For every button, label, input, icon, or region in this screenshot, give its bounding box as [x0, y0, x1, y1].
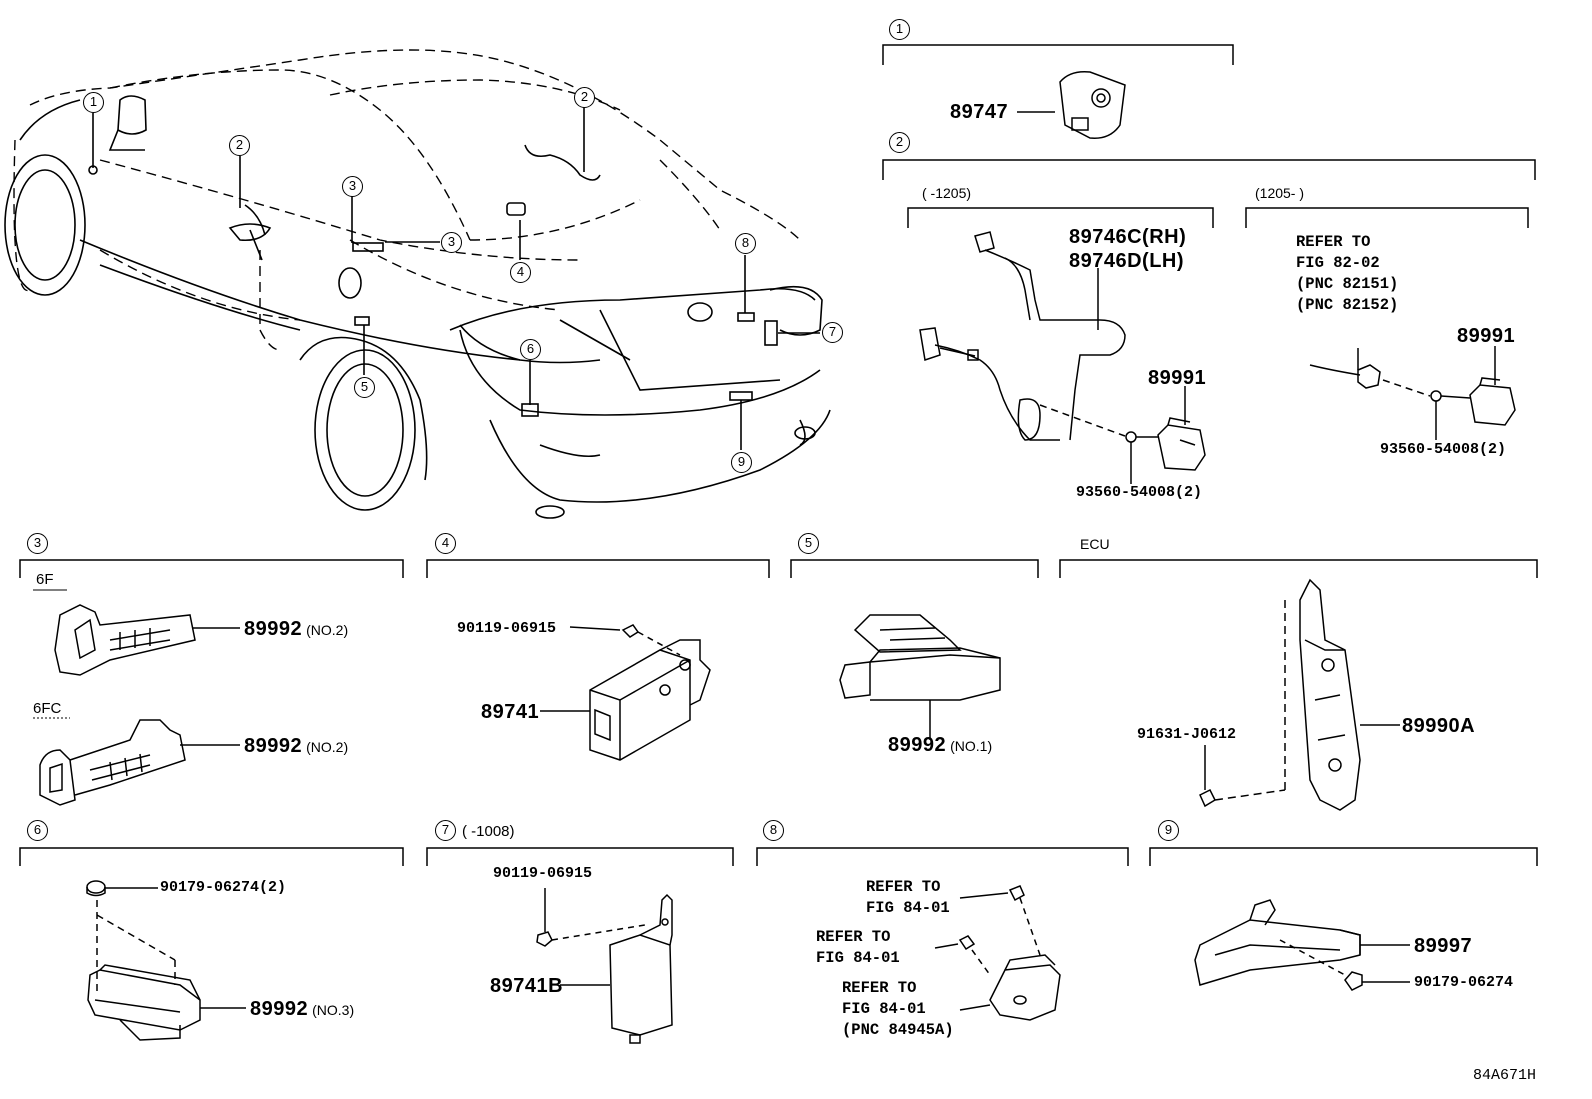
part-number: 89992 — [888, 734, 947, 756]
part-89990a-label[interactable]: 89990A — [1402, 715, 1476, 737]
section-3-variant-6fc: 6FC — [33, 700, 62, 717]
part-qualifier: (NO.2) — [306, 739, 349, 755]
car-callout-7: 7 — [822, 322, 843, 343]
section-4-number: 4 — [435, 533, 456, 554]
figure-code: 84A671H — [1473, 1067, 1537, 1084]
refer-line: (PNC 84945A) — [842, 1021, 954, 1039]
section-2-number: 2 — [889, 132, 910, 153]
part-qualifier: (NO.2) — [306, 622, 349, 638]
part-90119-a-label[interactable]: 90119-06915 — [457, 620, 557, 637]
part-number: 89992 — [244, 735, 303, 757]
part-drawings — [39, 70, 1516, 1044]
section-2-right-range: (1205- ) — [1255, 185, 1305, 201]
refer-line: FIG 84-01 — [842, 1000, 926, 1018]
part-qualifier: (NO.1) — [950, 738, 993, 754]
part-91631-label[interactable]: 91631-J0612 — [1137, 726, 1237, 743]
car-callout-2-trunk: 2 — [574, 87, 595, 108]
part-89747-label[interactable]: 89747 — [950, 101, 1009, 123]
section-7-number: 7 — [435, 820, 456, 841]
section-3-number: 3 — [27, 533, 48, 554]
refer-line: (PNC 82152) — [1296, 296, 1399, 314]
part-93560-b-label[interactable]: 93560-54008(2) — [1380, 441, 1507, 458]
refer-line: FIG 82-02 — [1296, 254, 1380, 272]
refer-line: REFER TO — [1296, 233, 1371, 251]
part-89741-label[interactable]: 89741 — [481, 701, 540, 723]
car-solid-lines — [4, 95, 831, 519]
section-brackets — [19, 44, 1538, 866]
part-89992-no3-label[interactable]: 89992(NO.3) — [250, 999, 354, 1019]
part-93560-a-label[interactable]: 93560-54008(2) — [1076, 484, 1203, 501]
car-callout-4: 4 — [510, 262, 531, 283]
section-7-range: ( -1008) — [462, 823, 515, 840]
part-89991-b-label[interactable]: 89991 — [1457, 325, 1516, 347]
part-89992-no1-label[interactable]: 89992(NO.1) — [888, 735, 992, 755]
refer-fig-84-01-note-c: REFER TO FIG 84-01 (PNC 84945A) — [842, 978, 954, 1041]
part-90179-a-label[interactable]: 90179-06274(2) — [160, 879, 287, 896]
refer-line: FIG 84-01 — [816, 949, 900, 967]
section-3-variant-6f: 6F — [36, 571, 54, 588]
car-callout-3-upper: 3 — [342, 176, 363, 197]
car-callout-3-right: 3 — [441, 232, 462, 253]
part-89746c-label[interactable]: 89746C(RH) — [1069, 226, 1187, 248]
car-callout-1: 1 — [83, 92, 104, 113]
part-89997-label[interactable]: 89997 — [1414, 935, 1473, 957]
refer-line: (PNC 82151) — [1296, 275, 1399, 293]
car-callout-9: 9 — [731, 452, 752, 473]
part-89741b-label[interactable]: 89741B — [490, 975, 564, 997]
refer-line: REFER TO — [866, 878, 941, 896]
part-89992-no2-a-label[interactable]: 89992(NO.2) — [244, 619, 348, 639]
part-89746d-label[interactable]: 89746D(LH) — [1069, 250, 1185, 272]
refer-fig-84-01-note-a: REFER TO FIG 84-01 — [866, 877, 950, 919]
car-illustration — [13, 49, 801, 351]
car-callout-2-door: 2 — [229, 135, 250, 156]
section-9-number: 9 — [1158, 820, 1179, 841]
section-1-number: 1 — [889, 19, 910, 40]
section-5-number: 5 — [798, 533, 819, 554]
refer-fig-84-01-note-b: REFER TO FIG 84-01 — [816, 927, 900, 969]
refer-line: REFER TO — [816, 928, 891, 946]
part-90119-b-label[interactable]: 90119-06915 — [493, 865, 593, 882]
refer-line: FIG 84-01 — [866, 899, 950, 917]
part-89992-no2-b-label[interactable]: 89992(NO.2) — [244, 736, 348, 756]
section-6-number: 6 — [27, 820, 48, 841]
refer-fig-82-02-note: REFER TO FIG 82-02 (PNC 82151) (PNC 8215… — [1296, 232, 1398, 316]
car-callout-5: 5 — [354, 377, 375, 398]
section-2-left-range: ( -1205) — [922, 185, 972, 201]
refer-line: REFER TO — [842, 979, 917, 997]
part-number: 89992 — [250, 998, 309, 1020]
section-ecu-title: ECU — [1080, 536, 1110, 552]
part-89991-a-label[interactable]: 89991 — [1148, 367, 1207, 389]
section-8-number: 8 — [763, 820, 784, 841]
car-callout-6: 6 — [520, 339, 541, 360]
part-number: 89992 — [244, 618, 303, 640]
car-callout-8: 8 — [735, 233, 756, 254]
part-90179-b-label[interactable]: 90179-06274 — [1414, 974, 1514, 991]
part-qualifier: (NO.3) — [312, 1002, 355, 1018]
